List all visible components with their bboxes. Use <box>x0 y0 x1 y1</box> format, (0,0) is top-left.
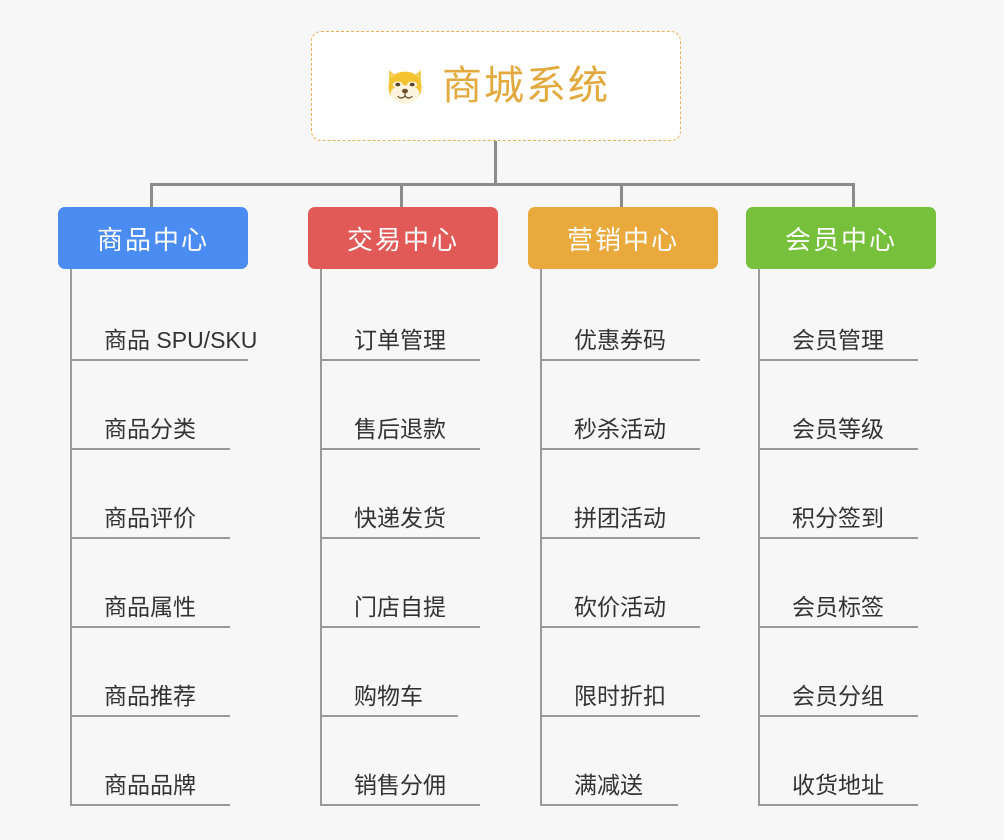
leaf-list-3: 优惠券码 秒杀活动 拼团活动 砍价活动 限时折扣 满减送 <box>540 269 718 806</box>
leaf-item[interactable]: 订单管理 <box>322 272 480 361</box>
root-node[interactable]: 商城系统 <box>311 31 681 141</box>
leaf-label: 会员管理 <box>792 327 884 354</box>
branch-column-2: 交易中心 订单管理 售后退款 快递发货 门店自提 购物车 销售分佣 <box>308 207 498 806</box>
leaf-list-4: 会员管理 会员等级 积分签到 会员标签 会员分组 收货地址 <box>758 269 936 806</box>
leaf-label: 购物车 <box>354 683 423 710</box>
connector-drop-3 <box>620 183 623 209</box>
leaf-label: 商品属性 <box>104 594 196 621</box>
connector-drop-1 <box>150 183 153 209</box>
leaf-label: 快递发货 <box>354 505 446 532</box>
branch-header-4[interactable]: 会员中心 <box>746 207 936 269</box>
leaf-item[interactable]: 收货地址 <box>760 717 918 806</box>
leaf-item[interactable]: 商品评价 <box>72 450 230 539</box>
connector-horizontal-bus <box>150 183 855 186</box>
leaf-label: 门店自提 <box>354 594 446 621</box>
shiba-dog-icon <box>388 70 422 104</box>
leaf-item[interactable]: 积分签到 <box>760 450 918 539</box>
leaf-label: 满减送 <box>574 772 643 799</box>
leaf-item[interactable]: 会员等级 <box>760 361 918 450</box>
leaf-label: 商品分类 <box>104 416 196 443</box>
leaf-list-2: 订单管理 售后退款 快递发货 门店自提 购物车 销售分佣 <box>320 269 498 806</box>
branch-header-label-4: 会员中心 <box>784 224 897 255</box>
leaf-label: 砍价活动 <box>574 594 666 621</box>
leaf-label: 会员标签 <box>792 594 884 621</box>
leaf-item[interactable]: 限时折扣 <box>542 628 700 717</box>
branch-header-3[interactable]: 营销中心 <box>528 207 718 269</box>
leaf-label: 拼团活动 <box>574 505 666 532</box>
root-title: 商城系统 <box>442 64 610 108</box>
leaf-item[interactable]: 会员标签 <box>760 539 918 628</box>
leaf-label: 会员等级 <box>792 416 884 443</box>
branch-header-label-1: 商品中心 <box>96 224 209 255</box>
leaf-item[interactable]: 商品推荐 <box>72 628 230 717</box>
leaf-label: 商品推荐 <box>104 683 196 710</box>
leaf-label: 优惠券码 <box>574 327 666 354</box>
leaf-item[interactable]: 满减送 <box>542 717 678 806</box>
leaf-item[interactable]: 拼团活动 <box>542 450 700 539</box>
branch-header-label-3: 营销中心 <box>566 224 679 255</box>
leaf-label: 商品评价 <box>104 505 196 532</box>
leaf-label: 售后退款 <box>354 416 446 443</box>
leaf-item[interactable]: 商品 SPU/SKU <box>72 272 257 361</box>
leaf-list-1: 商品 SPU/SKU 商品分类 商品评价 商品属性 商品推荐 商品品牌 <box>70 269 257 806</box>
leaf-item[interactable]: 商品品牌 <box>72 717 230 806</box>
leaf-item[interactable]: 砍价活动 <box>542 539 700 628</box>
branch-header-label-2: 交易中心 <box>346 224 459 255</box>
connector-root-stem <box>494 141 497 185</box>
branch-column-3: 营销中心 优惠券码 秒杀活动 拼团活动 砍价活动 限时折扣 满减送 <box>528 207 718 806</box>
leaf-label: 秒杀活动 <box>574 416 666 443</box>
leaf-item[interactable]: 会员分组 <box>760 628 918 717</box>
leaf-item[interactable]: 商品属性 <box>72 539 230 628</box>
leaf-item[interactable]: 优惠券码 <box>542 272 700 361</box>
leaf-label: 积分签到 <box>792 505 884 532</box>
branch-header-1[interactable]: 商品中心 <box>58 207 248 269</box>
leaf-label: 会员分组 <box>792 683 884 710</box>
leaf-item[interactable]: 快递发货 <box>322 450 480 539</box>
leaf-label: 订单管理 <box>354 327 446 354</box>
leaf-label: 收货地址 <box>792 772 884 799</box>
leaf-label: 限时折扣 <box>574 683 666 710</box>
branch-header-2[interactable]: 交易中心 <box>308 207 498 269</box>
leaf-item[interactable]: 销售分佣 <box>322 717 480 806</box>
branch-column-4: 会员中心 会员管理 会员等级 积分签到 会员标签 会员分组 收货地址 <box>746 207 936 806</box>
leaf-item[interactable]: 秒杀活动 <box>542 361 700 450</box>
connector-drop-2 <box>400 183 403 209</box>
leaf-item[interactable]: 门店自提 <box>322 539 480 628</box>
leaf-item[interactable]: 会员管理 <box>760 272 918 361</box>
branch-column-1: 商品中心 商品 SPU/SKU 商品分类 商品评价 商品属性 商品推荐 商品品牌 <box>58 207 257 806</box>
leaf-label: 商品品牌 <box>104 772 196 799</box>
leaf-item[interactable]: 商品分类 <box>72 361 230 450</box>
leaf-item[interactable]: 售后退款 <box>322 361 480 450</box>
connector-drop-4 <box>852 183 855 209</box>
leaf-item[interactable]: 购物车 <box>322 628 458 717</box>
leaf-label: 商品 SPU/SKU <box>104 327 258 354</box>
leaf-label: 销售分佣 <box>354 772 446 799</box>
